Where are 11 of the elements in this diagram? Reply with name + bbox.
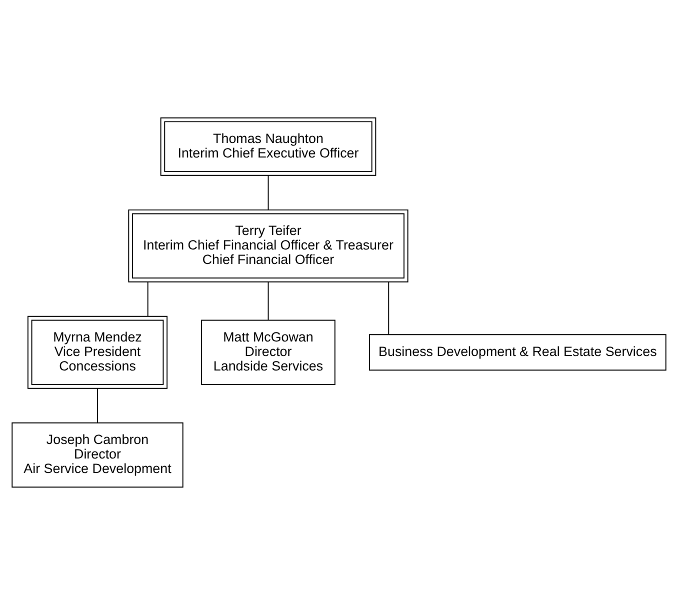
node-box: Myrna Mendez Vice President Concessions	[27, 316, 168, 389]
node-box: Joseph Cambron Director Air Service Development	[12, 422, 184, 488]
connector	[268, 175, 269, 210]
node-box: Matt McGowan Director Landside Services	[201, 320, 336, 385]
node-box: Thomas Naughton Interim Chief Executive Officer	[160, 117, 376, 176]
connector	[388, 281, 390, 336]
node-box: Business Development & Real Estate Services	[368, 334, 666, 371]
connector	[97, 388, 98, 424]
node-box: Terry Teifer Interim Chief Financial Officer & Treasurer Chief Financial Officer	[128, 209, 408, 282]
connector	[147, 281, 148, 317]
connector	[268, 281, 269, 320]
